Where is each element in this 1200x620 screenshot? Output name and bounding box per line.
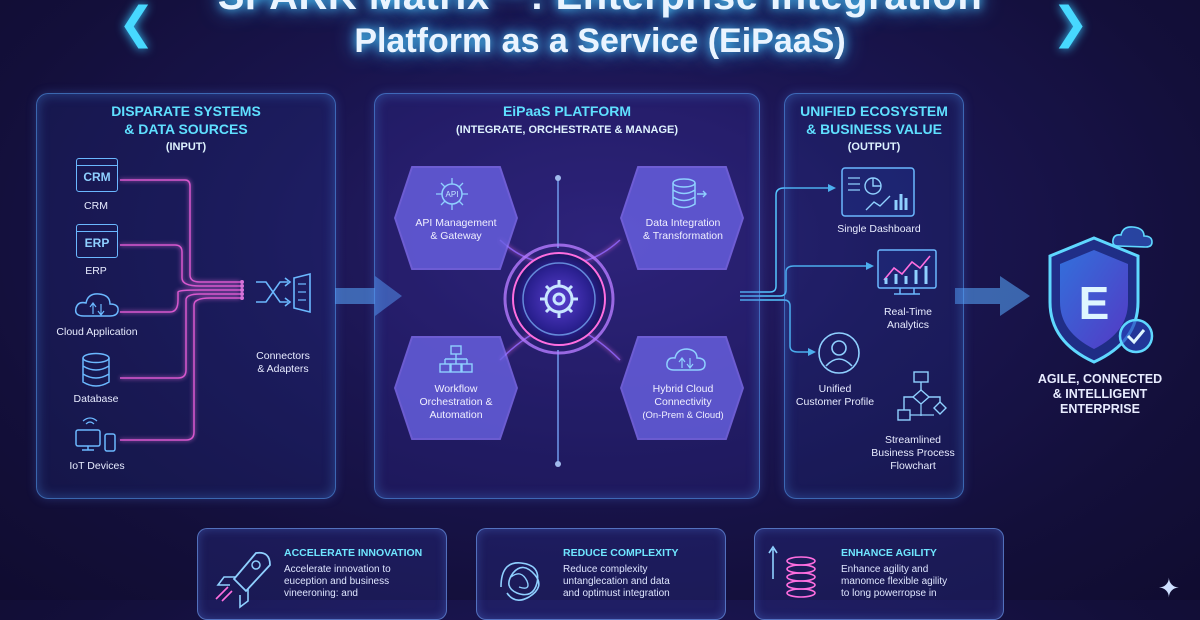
analytics-label-line2: Analytics xyxy=(886,319,929,331)
connector-lines xyxy=(120,175,1030,467)
hybrid-cloud-line1: Hybrid Cloud xyxy=(652,383,714,395)
input-heading-line2: & DATA SOURCES xyxy=(124,121,248,137)
output-heading-line1: UNIFIED ECOSYSTEM xyxy=(800,103,948,119)
result-line1: AGILE, CONNECTED xyxy=(1037,372,1163,386)
input-panel: DISPARATE SYSTEMS & DATA SOURCES (INPUT) xyxy=(36,93,336,499)
flowchart-line2: Business Process xyxy=(871,447,955,459)
data-integration-module xyxy=(622,168,742,268)
hybrid-cloud-line3: (On-Prem & Cloud) xyxy=(642,410,724,421)
api-icon: API xyxy=(436,178,468,210)
connectors-label-line1: Connectors xyxy=(256,350,310,362)
right-chevron-icon: ❯ xyxy=(1052,0,1089,49)
central-gear-icon xyxy=(503,243,615,355)
erp-icon: ERP xyxy=(76,224,118,258)
workflow-line3: Automation xyxy=(429,409,483,421)
platform-subheading: (INTEGRATE, ORCHESTRATE & MANAGE) xyxy=(455,124,679,136)
data-integration-line1: Data Integration xyxy=(645,217,721,229)
analytics-label-line1: Real-Time xyxy=(883,306,933,318)
enterprise-shield-icon: E xyxy=(1048,226,1154,364)
database-label: Database xyxy=(73,393,119,405)
flowchart-line3: Flowchart xyxy=(890,460,936,472)
hybrid-cloud-line2: Connectivity xyxy=(654,396,712,408)
spring-icon xyxy=(768,545,816,598)
analytics-icon xyxy=(877,249,937,295)
benefit-card-accelerate: ACCELERATE INNOVATION Accelerate innovat… xyxy=(197,528,447,620)
page-title-line1: SPARK Matrix™: Enterprise Integration xyxy=(0,0,1200,19)
logo-letter: E xyxy=(1079,277,1110,329)
sparkle-icon: ✦ xyxy=(1158,574,1180,604)
benefit-title-enhance: ENHANCE AGILITY xyxy=(841,547,937,559)
data-integration-line2: & Transformation xyxy=(643,230,723,242)
input-arrow-icon xyxy=(335,276,402,316)
customer-profile-line2: Customer Profile xyxy=(795,396,875,408)
erp-label: ERP xyxy=(85,265,107,277)
connectors-adapters-icon xyxy=(256,272,311,314)
crm-label: CRM xyxy=(84,200,108,212)
iot-devices-icon xyxy=(75,417,116,452)
output-panel: UNIFIED ECOSYSTEM & BUSINESS VALUE (OUTP… xyxy=(784,93,964,499)
output-heading-line2: & BUSINESS VALUE xyxy=(806,121,942,137)
customer-profile-line1: Unified xyxy=(818,383,852,395)
hybrid-cloud-module xyxy=(622,338,742,438)
single-dashboard-label: Single Dashboard xyxy=(837,223,921,235)
database-icon xyxy=(82,352,110,387)
cloud-application-label: Cloud Application xyxy=(56,326,138,338)
workflow-line2: Orchestration & xyxy=(419,396,493,408)
input-heading-line1: DISPARATE SYSTEMS xyxy=(111,103,261,119)
flowchart-icon xyxy=(897,371,947,421)
iot-devices-label: IoT Devices xyxy=(69,460,125,472)
data-integration-hex-border xyxy=(620,166,744,270)
benefit-title-reduce: REDUCE COMPLEXITY xyxy=(563,547,679,559)
cloud-icon xyxy=(74,293,119,317)
crm-icon: CRM xyxy=(76,158,118,192)
api-icon-text: API xyxy=(446,190,459,199)
input-subheading: (INPUT) xyxy=(165,141,207,153)
hybrid-cloud-hex-border xyxy=(620,336,744,440)
page-title-line2: Platform as a Service (EiPaaS) xyxy=(354,22,846,60)
workflow-line1: Workflow xyxy=(434,383,478,395)
api-management-line2: & Gateway xyxy=(430,230,482,242)
hybrid-cloud-icon xyxy=(666,348,706,371)
output-subheading: (OUTPUT) xyxy=(847,141,901,153)
dashboard-icon xyxy=(841,167,915,217)
left-chevron-icon: ❮ xyxy=(118,0,155,49)
api-management-line1: API Management xyxy=(415,217,497,229)
database-arrow-icon xyxy=(672,178,707,209)
output-arrow-icon xyxy=(955,276,1030,316)
api-management-hex-border xyxy=(394,166,518,270)
result-line2: & INTELLIGENT xyxy=(1052,387,1148,401)
result-line3: ENTERPRISE xyxy=(1060,402,1140,416)
benefit-title-accelerate: ACCELERATE INNOVATION xyxy=(284,547,423,559)
flowchart-line1: Streamlined xyxy=(884,434,942,446)
rocket-icon xyxy=(215,551,271,609)
connectors-label-line2: & Adapters xyxy=(257,363,309,375)
workflow-icon xyxy=(439,345,473,373)
tangle-icon xyxy=(500,562,540,601)
user-profile-icon xyxy=(818,332,860,374)
platform-heading: EiPaaS PLATFORM xyxy=(502,103,632,119)
